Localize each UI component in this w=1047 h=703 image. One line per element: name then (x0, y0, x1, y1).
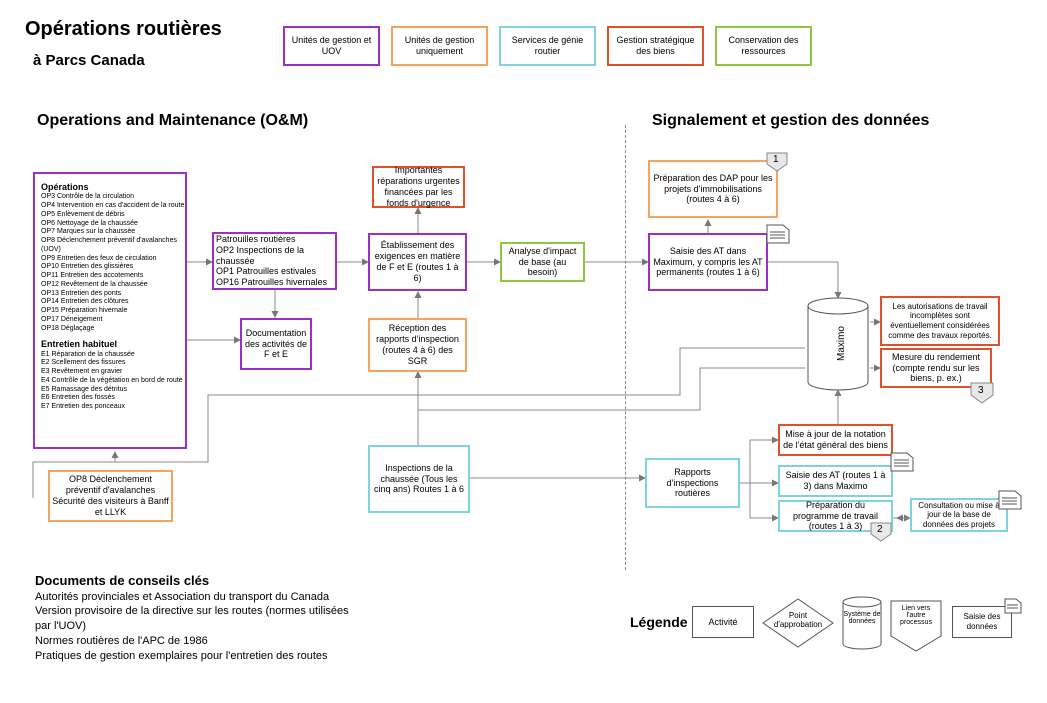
op8-avalanche-node: OP8 Déclenchement préventif d'avalanches… (48, 470, 173, 522)
legend-point-label: Point d'approbation (773, 611, 823, 629)
legend-data-entry-icon (1004, 598, 1022, 619)
entretien-item: E5 Ramassage des détritus (41, 385, 127, 393)
page-subtitle: à Parcs Canada (33, 52, 145, 69)
reparations-urgentes-node: Importantes réparations urgentes financé… (372, 165, 465, 208)
data-entry-icon (766, 224, 790, 249)
entretien-item: E1 Réparation de la chaussée (41, 350, 135, 358)
entretien-item: E6 Entretien des fossés (41, 394, 115, 402)
saisie-at-node: Saisie des AT dans Maximum, y compris le… (648, 233, 768, 291)
document-line: Autorités provinciales et Association du… (35, 590, 330, 603)
section-divider (625, 125, 626, 570)
legend-activite: Activité (692, 606, 754, 638)
badge-2-label: 2 (877, 524, 883, 535)
operations-item: OP11 Entretien des accotements (41, 272, 144, 279)
documents-section: Documents de conseils clés Autorités pro… (35, 572, 365, 664)
mesure-rendement-node: Mesure du rendement (compte rendu sur le… (880, 348, 992, 388)
patrouilles-node: Patrouilles routières OP2 Inspections de… (212, 232, 337, 290)
badge-1-label: 1 (773, 154, 779, 165)
section-signalement-heading: Signalement et gestion des données (652, 112, 930, 129)
operations-item: OP10 Entretien des glissières (41, 263, 134, 271)
legend-systeme-label: Système de données (843, 611, 881, 625)
entretien-item: E3 Revêtement en gravier (41, 368, 123, 375)
operations-item: OP6 Nettoyage de la chaussée (41, 219, 138, 227)
legend-services-genie: Services de génie routier (499, 26, 596, 66)
data-entry-icon-2 (890, 452, 914, 477)
document-line: Version provisoire de la directive sur l… (35, 605, 349, 633)
operations-item: OP7 Marques sur la chaussée (41, 228, 136, 236)
entretien-item: E2 Scellement des fissures (41, 359, 126, 367)
preparation-dap-node: Préparation des DAP pour les projets d'i… (648, 160, 778, 218)
document-line: Normes routières de l'APC de 1986 (35, 635, 208, 648)
legend-gestion-strategique: Gestion stratégique des biens (607, 26, 704, 66)
entretien-heading: Entretien habituel (41, 339, 118, 350)
badge-1: 1 (766, 152, 788, 172)
etablissement-exigences-node: Établissement des exigences en matière d… (368, 233, 467, 291)
operations-list-box: Opérations OP3 Contrôle de la circulatio… (33, 172, 187, 449)
operations-item: OP5 Enlèvement de débris (41, 210, 125, 218)
legend-lien-label: Lien vers l'autre processus (900, 605, 932, 626)
operations-item: OP3 Contrôle de la circulation (41, 193, 134, 201)
legend-unites-gestion: Unités de gestion uniquement (391, 26, 488, 66)
entretien-item: E7 Entretien des ponceaux (41, 403, 126, 410)
maximo-label: Maximo (836, 325, 848, 362)
operations-item: OP4 Intervention en cas d'accident de la… (41, 202, 185, 209)
badge-3-label: 3 (978, 385, 984, 396)
analyse-impact-node: Analyse d'impact de base (au besoin) (500, 242, 585, 282)
rapports-inspections-node: Rapports d'inspections routières (645, 458, 740, 508)
autorisations-node: Les autorisations de travail incomplètes… (880, 296, 1000, 346)
badge-3: 3 (970, 382, 994, 404)
entretien-item: E4 Contrôle de la végétation en bord de … (41, 376, 183, 384)
consultation-node: Consultation ou mise à jour de la base d… (910, 498, 1008, 532)
operations-item: OP8 Déclenchement préventif d'avalanches… (41, 237, 177, 253)
section-om-heading: Operations and Maintenance (O&M) (37, 112, 309, 129)
legend-point-approbation: Point d'approbation (762, 598, 834, 648)
operations-item: OP15 Préparation hivernale (41, 307, 128, 314)
legend-systeme-icon: Système de données (842, 596, 882, 650)
page-title: Opérations routières (25, 18, 222, 40)
badge-2: 2 (870, 522, 892, 542)
operations-item: OP13 Entretien des ponts (41, 289, 122, 297)
operations-list: Opérations OP3 Contrôle de la circulatio… (41, 180, 185, 412)
operations-item: OP17 Déneigement (41, 315, 103, 323)
reception-rapports-node: Réception des rapports d'inspection (rou… (368, 318, 467, 372)
operations-heading: Opérations (41, 182, 89, 192)
legend-title: Légende (630, 614, 688, 630)
data-entry-icon-3 (998, 490, 1022, 515)
legend-lien-icon: Lien vers l'autre processus (890, 600, 942, 652)
operations-item: OP18 Déglaçage (41, 324, 95, 332)
operations-item: OP14 Entretien des clôtures (41, 298, 129, 306)
documents-heading: Documents de conseils clés (35, 573, 210, 588)
documentation-node: Documentation des activités de F et E (240, 318, 312, 370)
legend-saisie: Saisie des données (952, 606, 1012, 638)
operations-item: OP9 Entretien des feux de circulation (41, 254, 157, 262)
mise-a-jour-node: Mise à jour de la notation de l'état gén… (778, 424, 893, 456)
legend-conservation: Conservation des ressources (715, 26, 812, 66)
legend-unites-gestion-uov: Unités de gestion et UOV (283, 26, 380, 66)
maximo-database-icon: Maximo (806, 296, 870, 392)
operations-item: OP12 Revêtement de la chaussée (41, 280, 148, 288)
inspections-chaussee-node: Inspections de la chaussée (Tous les cin… (368, 445, 470, 513)
saisie-at13-node: Saisie des AT (routes 1 à 3) dans Maximo (778, 465, 893, 497)
document-line: Pratiques de gestion exemplaires pour l'… (35, 649, 328, 662)
